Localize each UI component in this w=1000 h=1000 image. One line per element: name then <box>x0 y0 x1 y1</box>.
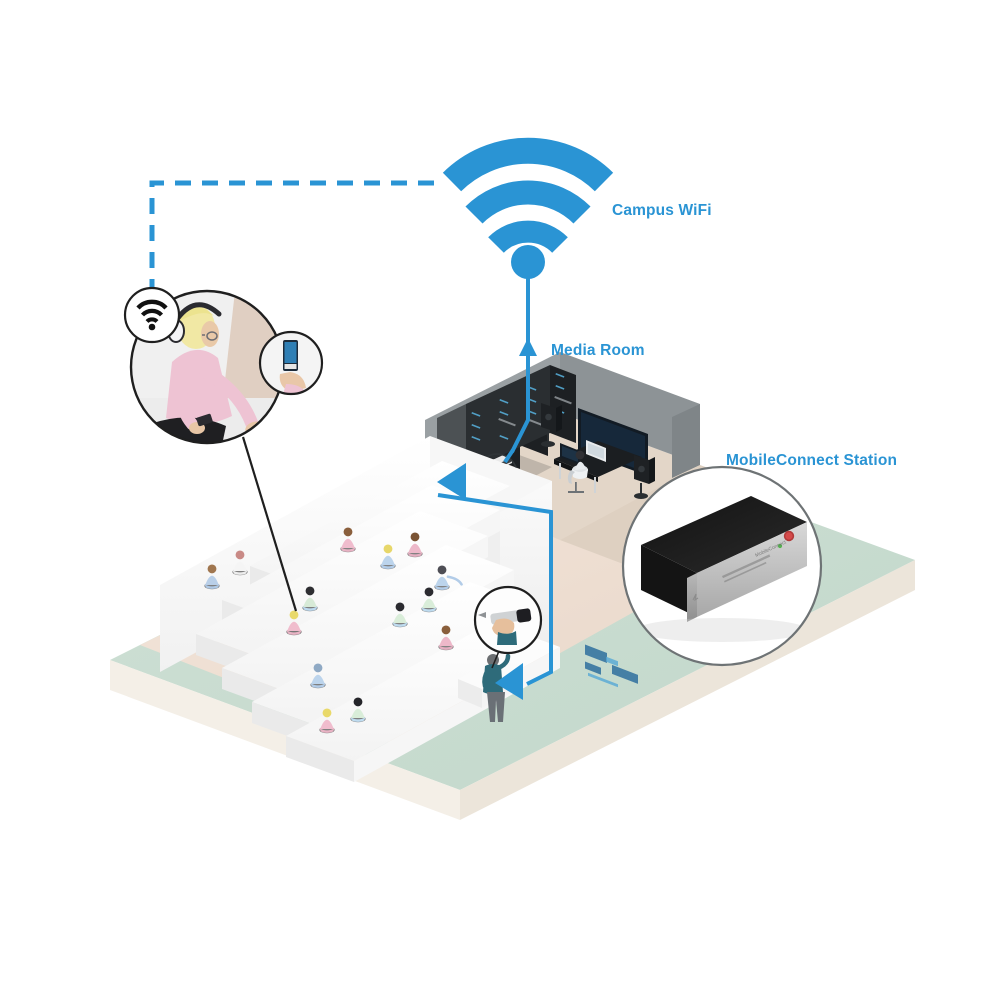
student-listener-callout[interactable] <box>123 286 324 445</box>
presenter-figure <box>482 653 511 722</box>
student-figure <box>310 663 326 689</box>
student-figure <box>350 697 366 723</box>
student-figure <box>438 625 454 651</box>
presenter-microphone-callout[interactable] <box>473 585 543 655</box>
arrow-icon <box>437 463 466 500</box>
smartphone-callout[interactable] <box>258 330 324 398</box>
arrow-icon <box>495 663 523 700</box>
label-mobileconnect-station: MobileConnect Station <box>726 452 898 469</box>
studio-speaker-right <box>634 455 655 499</box>
student-figure <box>302 586 318 612</box>
student-figure <box>340 527 356 553</box>
student-figure <box>232 550 248 576</box>
student-figure <box>434 565 463 591</box>
media-room-workstation <box>541 403 655 688</box>
arrow-icon <box>519 338 537 356</box>
student-figure <box>380 544 396 570</box>
connection-paths <box>437 266 553 700</box>
student-figure <box>421 587 437 613</box>
studio-speaker-left <box>541 403 562 447</box>
label-campus-wifi: Campus WiFi <box>612 202 712 219</box>
student-figure <box>407 532 423 558</box>
student-figure <box>319 708 335 734</box>
label-media-room: Media Room <box>551 342 645 359</box>
operator-figure <box>572 450 588 479</box>
dashed-link-wifi-to-listener <box>149 180 437 295</box>
student-figure-highlighted <box>286 610 302 636</box>
student-figure <box>204 564 220 590</box>
wifi-badge-icon <box>123 286 181 344</box>
student-figure <box>392 602 408 628</box>
callout-leader-lines <box>241 436 500 669</box>
wifi-icon <box>442 137 614 279</box>
student-figures <box>204 527 463 734</box>
mobileconnect-station-callout[interactable]: MobileConnect <box>621 465 823 667</box>
